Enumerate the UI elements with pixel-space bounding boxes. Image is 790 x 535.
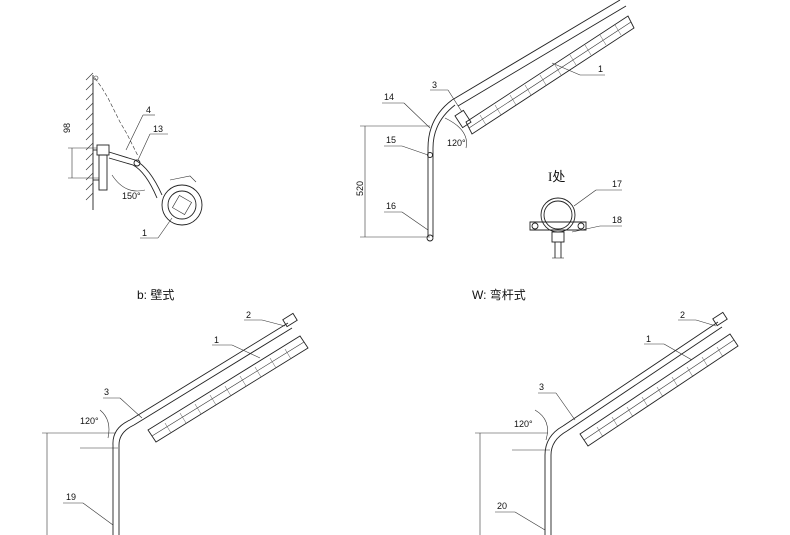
callout-3-top: 3 (432, 80, 437, 90)
wall-mount-view: 98 150° 4 13 1 (62, 72, 203, 239)
callout-4: 4 (146, 105, 151, 115)
callout-3-left: 3 (104, 387, 109, 397)
caption-wall: b: 壁式 (137, 287, 174, 302)
callout-18: 18 (612, 215, 622, 225)
callout-19: 19 (66, 492, 76, 502)
callout-16: 16 (386, 201, 396, 211)
lower-left-view: 120° 2 1 3 19 (42, 310, 309, 535)
bent-pole-view: 520 120° 3 1 14 15 16 (355, 0, 635, 242)
callout-1-right: 1 (646, 334, 651, 344)
dim-520: 520 (355, 181, 365, 196)
callout-15: 15 (386, 135, 396, 145)
callout-3-right: 3 (539, 382, 544, 392)
callout-13: 13 (153, 124, 163, 134)
callout-14: 14 (384, 92, 394, 102)
callout-2-right: 2 (680, 310, 685, 320)
callout-2-left: 2 (246, 310, 251, 320)
angle-120-left: 120° (80, 416, 99, 426)
angle-150: 150° (122, 191, 141, 201)
callout-1-top: 1 (598, 64, 603, 74)
detail-title: I处 (548, 169, 565, 184)
callout-1-left: 1 (214, 335, 219, 345)
dim-98: 98 (62, 123, 72, 133)
detail-i-view: I处 17 18 (529, 169, 622, 259)
angle-120-right: 120° (514, 419, 533, 429)
callout-1-wall: 1 (142, 228, 147, 238)
angle-120-top: 120° (447, 138, 466, 148)
callout-17: 17 (612, 179, 622, 189)
callout-20: 20 (497, 501, 507, 511)
caption-bent: W: 弯杆式 (472, 287, 526, 302)
lower-right-view: 120° 2 1 3 20 (475, 310, 739, 535)
